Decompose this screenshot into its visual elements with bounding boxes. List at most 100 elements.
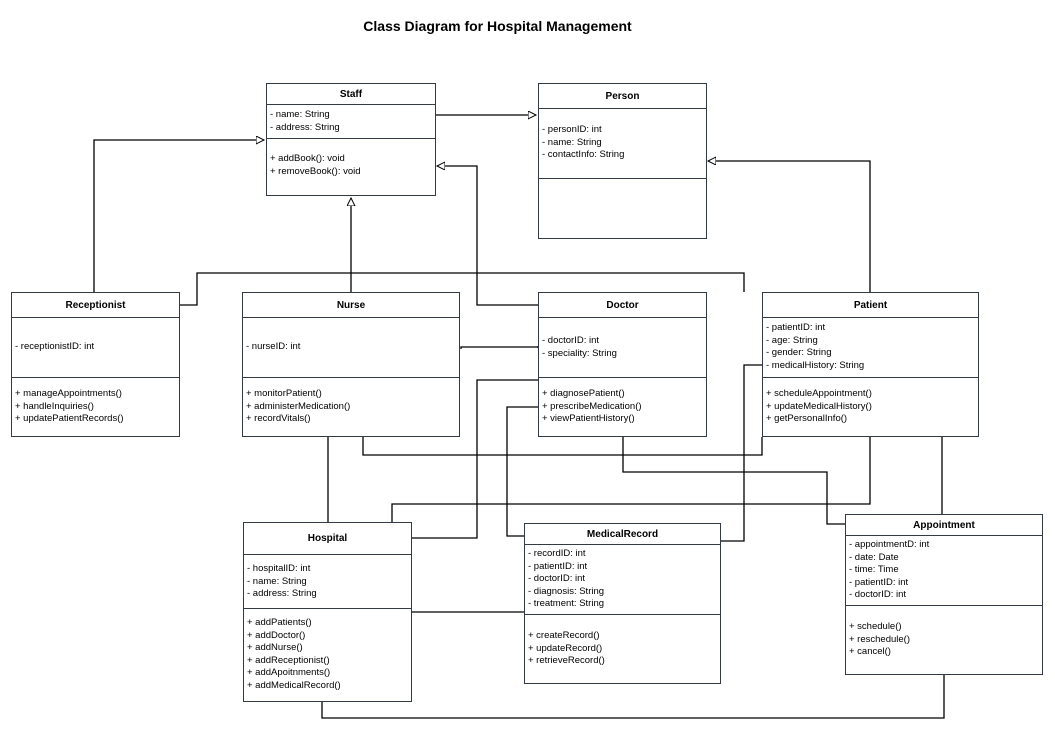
method: + scheduleAppointment() xyxy=(766,388,872,399)
class-patient-attributes: - patientID: int - age: String - gender:… xyxy=(763,318,978,378)
attribute: - time: Time xyxy=(849,564,899,576)
diagram-title: Class Diagram for Hospital Management xyxy=(363,18,632,34)
attribute: - appointmentD: int xyxy=(849,539,930,550)
method: + reschedule() xyxy=(849,633,910,645)
attribute: - recordID: int xyxy=(528,548,586,559)
method: + addMedicalRecord() xyxy=(247,679,341,691)
attribute: - doctorID: int xyxy=(849,589,907,601)
method: + viewPatientHistory() xyxy=(542,413,635,425)
class-patient[interactable]: Patient - patientID: int - age: String -… xyxy=(762,292,979,437)
class-patient-methods: + scheduleAppointment() + updateMedicalH… xyxy=(763,378,978,426)
method: + addDoctor() xyxy=(247,629,306,641)
edge-doctor-hospital xyxy=(401,379,538,542)
attribute: - patientID: int xyxy=(849,576,909,588)
class-nurse[interactable]: Nurse - nurseID: int + monitorPatient() … xyxy=(242,292,460,437)
edge-receptionist-staff xyxy=(93,140,264,292)
method: + getPersonalInfo() xyxy=(766,413,848,425)
attribute: - medicalHistory: String xyxy=(766,359,865,371)
edge-doctor-medicalrecord xyxy=(506,403,549,537)
method: + updateRecord() xyxy=(528,642,603,654)
class-receptionist[interactable]: Receptionist - receptionistID: int + man… xyxy=(11,292,180,437)
attribute: - diagnosis: String xyxy=(528,585,605,597)
attribute: - treatment: String xyxy=(528,598,605,610)
class-appointment[interactable]: Appointment - appointmentD: int - date: … xyxy=(845,514,1043,675)
method: + addNurse() xyxy=(247,642,303,654)
attribute: - receptionistID: int xyxy=(15,341,95,352)
class-receptionist-name: Receptionist xyxy=(12,293,179,318)
class-appointment-attributes: - appointmentD: int - date: Date - time:… xyxy=(846,536,1042,606)
method: + schedule() xyxy=(849,621,902,632)
attribute: - name: String xyxy=(270,109,330,120)
class-medicalrecord-methods: + createRecord() + updateRecord() + retr… xyxy=(525,615,720,668)
method: + cancel() xyxy=(849,646,891,658)
class-hospital[interactable]: Hospital - hospitalID: int - name: Strin… xyxy=(243,522,412,702)
method: + handleInquiries() xyxy=(15,400,94,412)
class-doctor[interactable]: Doctor - doctorID: int - speciality: Str… xyxy=(538,292,707,437)
class-person-name: Person xyxy=(539,84,706,109)
class-patient-name: Patient xyxy=(763,293,978,318)
attribute: - contactInfo: String xyxy=(542,149,625,161)
method: + retrieveRecord() xyxy=(528,655,605,667)
edge-patient-hospital xyxy=(388,437,871,533)
class-receptionist-attributes: - receptionistID: int xyxy=(12,318,179,378)
class-person[interactable]: Person - personID: int - name: String - … xyxy=(538,83,707,239)
edge-patient-person xyxy=(708,161,871,292)
attribute: - speciality: String xyxy=(542,347,617,359)
edge-doctor-staff xyxy=(437,166,538,306)
class-doctor-name: Doctor xyxy=(539,293,706,318)
attribute: - doctorID: int xyxy=(528,573,586,585)
method: + updatePatientRecords() xyxy=(15,413,124,425)
method: + addPatients() xyxy=(247,617,312,628)
method: + manageAppointments() xyxy=(15,388,122,399)
class-staff-name: Staff xyxy=(267,84,435,105)
attribute: - nurseID: int xyxy=(246,341,301,352)
method: + addApoitnments() xyxy=(247,667,331,679)
edge-nurse-patient xyxy=(359,426,763,456)
method: + removeBook(): void xyxy=(270,165,361,177)
edge-nurse-doctor xyxy=(460,343,548,351)
class-doctor-methods: + diagnosePatient() + prescribeMedicatio… xyxy=(539,378,706,426)
method: + updateMedicalHistory() xyxy=(766,400,872,412)
attribute: - name: String xyxy=(542,136,602,148)
edge-patient-medicalrecord xyxy=(720,361,773,542)
class-staff-methods: + addBook(): void + removeBook(): void xyxy=(267,139,435,178)
method: + monitorPatient() xyxy=(246,388,322,399)
attribute: - hospitalID: int xyxy=(247,563,311,574)
attribute: - doctorID: int xyxy=(542,335,600,346)
class-hospital-name: Hospital xyxy=(244,523,411,555)
attribute: - personID: int xyxy=(542,124,602,135)
class-receptionist-methods: + manageAppointments() + handleInquiries… xyxy=(12,378,179,426)
method: + administerMedication() xyxy=(246,400,351,412)
attribute: - age: String xyxy=(766,334,818,346)
attribute: - patientID: int xyxy=(528,560,588,572)
class-hospital-attributes: - hospitalID: int - name: String - addre… xyxy=(244,555,411,609)
attribute: - gender: String xyxy=(766,347,832,359)
method: + addReceptionist() xyxy=(247,654,330,666)
edge-appointment-hospital xyxy=(318,674,945,719)
class-appointment-name: Appointment xyxy=(846,515,1042,536)
class-hospital-methods: + addPatients() + addDoctor() + addNurse… xyxy=(244,609,411,693)
method: + createRecord() xyxy=(528,630,600,641)
attribute: - address: String xyxy=(270,121,340,133)
method: + recordVitals() xyxy=(246,413,311,425)
class-medicalrecord-attributes: - recordID: int - patientID: int - docto… xyxy=(525,545,720,615)
class-staff-attributes: - name: String - address: String xyxy=(267,105,435,139)
attribute: - name: String xyxy=(247,575,307,587)
class-person-attributes: - personID: int - name: String - contact… xyxy=(539,109,706,179)
method: + diagnosePatient() xyxy=(542,388,625,399)
method: + prescribeMedication() xyxy=(542,400,642,412)
attribute: - address: String xyxy=(247,588,317,600)
edge-receptionist-patient xyxy=(169,272,745,309)
class-medicalrecord[interactable]: MedicalRecord - recordID: int - patientI… xyxy=(524,523,721,684)
class-nurse-methods: + monitorPatient() + administerMedicatio… xyxy=(243,378,459,426)
class-nurse-attributes: - nurseID: int xyxy=(243,318,459,378)
class-staff[interactable]: Staff - name: String - address: String +… xyxy=(266,83,436,196)
attribute: - patientID: int xyxy=(766,322,826,333)
class-appointment-methods: + schedule() + reschedule() + cancel() xyxy=(846,606,1042,659)
class-medicalrecord-name: MedicalRecord xyxy=(525,524,720,545)
edge-doctor-appointment xyxy=(619,426,845,525)
method: + addBook(): void xyxy=(270,153,345,164)
class-nurse-name: Nurse xyxy=(243,293,459,318)
attribute: - date: Date xyxy=(849,551,899,563)
